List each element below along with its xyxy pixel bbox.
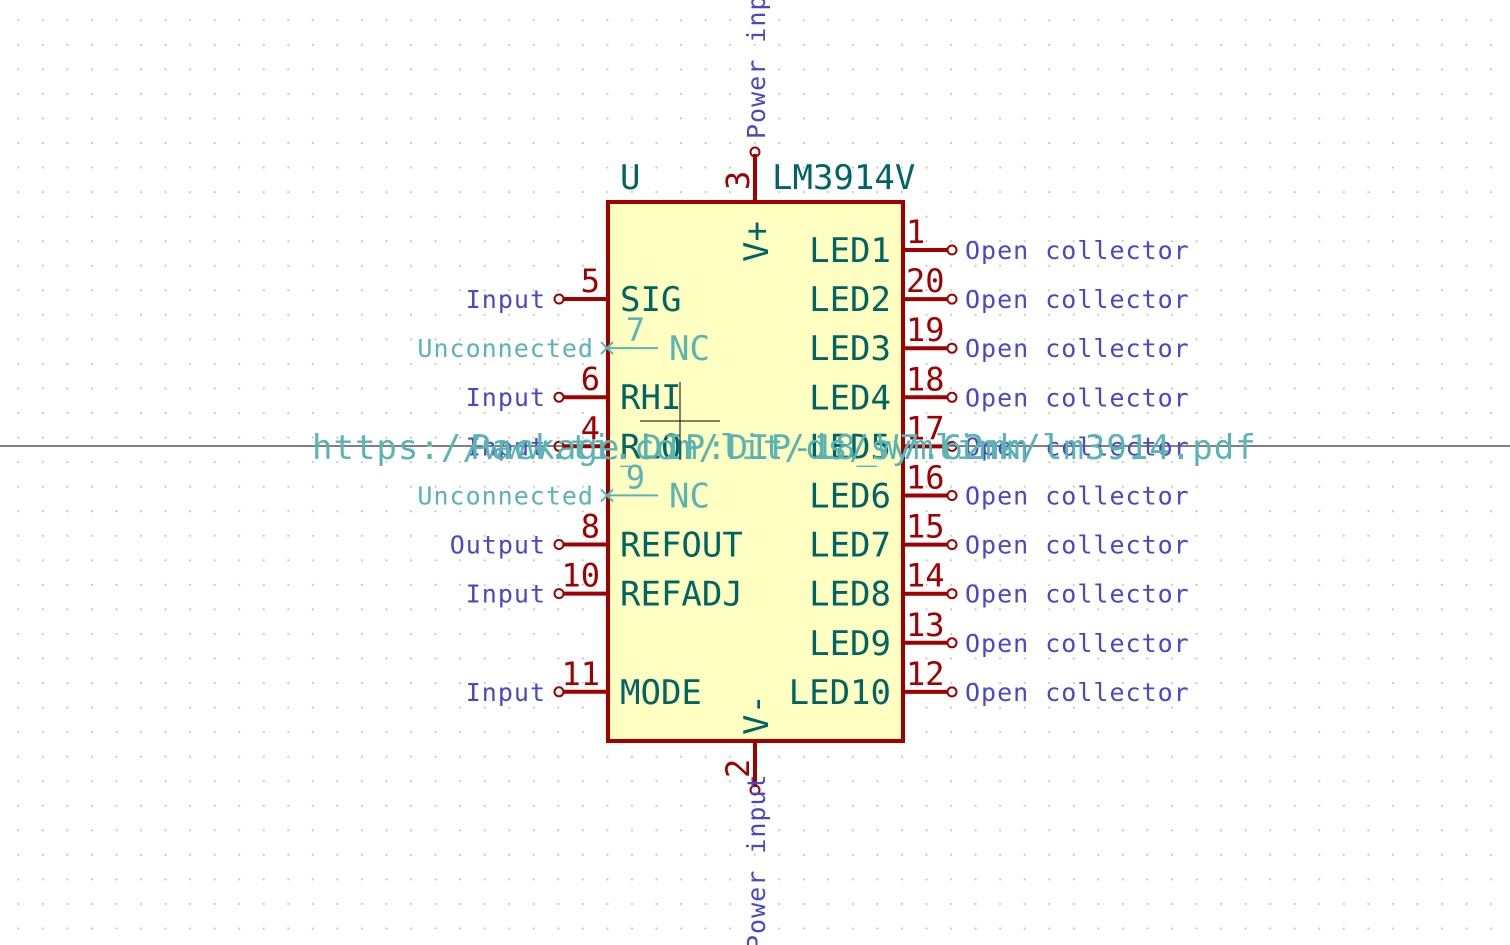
pin-electrical-type: Input: [466, 432, 546, 461]
pin-name: SIG: [620, 280, 681, 320]
pin-number: 12: [906, 655, 945, 693]
pin-name: V+: [737, 221, 777, 262]
pin-name: LED1: [809, 231, 891, 271]
pin-number: 13: [906, 606, 945, 644]
pin-electrical-type: Open collector: [965, 482, 1190, 511]
pin-number: 11: [561, 655, 600, 693]
pin-number: 2: [719, 759, 757, 778]
pin-right-1[interactable]: 1 LED1 Open collector: [809, 213, 1190, 271]
pin-electrical-type: Open collector: [965, 334, 1190, 363]
pin-number: 6: [581, 360, 600, 398]
pin-electrical-type: Open collector: [965, 236, 1190, 265]
pin-number: 9: [626, 458, 645, 496]
pin-electrical-type: Unconnected: [417, 334, 594, 363]
pin-name: LED5: [809, 427, 891, 467]
pin-number: 18: [906, 360, 945, 398]
pin-number: 3: [719, 171, 757, 190]
pin-top[interactable]: 3 V+ Power input: [719, 0, 777, 262]
pin-name: LED9: [809, 624, 891, 664]
datasheet-field[interactable]: https://www.ti.com/lit/ds/symlink/lm3914…: [312, 428, 1257, 468]
pin-name: RLO: [620, 427, 681, 467]
pin-right-20[interactable]: 20 LED2 Open collector: [809, 262, 1190, 320]
pin-bottom[interactable]: 2 V- Power input: [719, 694, 777, 945]
pin-number: 14: [906, 557, 945, 595]
pin-name: NC: [669, 329, 710, 369]
pin-left-11[interactable]: 11 MODE Input: [466, 655, 702, 713]
pin-electrical-type: Input: [466, 580, 546, 609]
pin-electrical-type: Unconnected: [417, 481, 594, 510]
symbol-value[interactable]: LM3914V: [772, 158, 915, 198]
pin-left-5[interactable]: 5 SIG Input: [466, 262, 682, 320]
reference-designator[interactable]: U: [620, 158, 640, 198]
pin-electrical-type: Input: [466, 678, 546, 707]
pin-right-15[interactable]: 15 LED7 Open collector: [809, 508, 1190, 566]
pin-number: 17: [906, 409, 945, 447]
pin-electrical-type: Open collector: [965, 580, 1190, 609]
pin-name: LED6: [809, 477, 891, 517]
pin-electrical-type: Open collector: [965, 432, 1190, 461]
footprint-field[interactable]: Package_DIP:DIP-18_W7.62mm: [470, 428, 1028, 468]
pin-number: 8: [581, 508, 600, 546]
pin-left-7[interactable]: 7 NC Unconnected: [417, 311, 710, 369]
pin-number: 20: [906, 262, 945, 300]
pin-electrical-type: Power input: [742, 0, 771, 139]
pin-number: 1: [906, 213, 925, 251]
pin-electrical-type: Open collector: [965, 383, 1190, 412]
pin-left-4[interactable]: 4 RLO Input: [466, 409, 682, 467]
pin-number: 4: [581, 409, 600, 447]
pin-right-12[interactable]: 12 LED10 Open collector: [789, 655, 1190, 713]
pin-name: LED3: [809, 329, 891, 369]
pin-number: 19: [906, 311, 945, 349]
pin-number: 15: [906, 508, 945, 546]
pin-electrical-type: Power input: [742, 773, 771, 945]
pin-left-9[interactable]: 9 NC Unconnected: [417, 458, 710, 516]
pin-name: NC: [669, 476, 710, 516]
pin-name: LED4: [809, 378, 891, 418]
field-anchor-cross: [640, 382, 720, 460]
pin-electrical-type: Input: [466, 383, 546, 412]
pin-name: REFOUT: [620, 526, 743, 566]
pin-left-6[interactable]: 6 RHI Input: [466, 360, 682, 418]
pin-electrical-type: Input: [466, 285, 546, 314]
pin-electrical-type: Open collector: [965, 629, 1190, 658]
pin-number: 5: [581, 262, 600, 300]
pin-electrical-type: Output: [450, 531, 546, 560]
pin-name: LED8: [809, 575, 891, 615]
pin-name: REFADJ: [620, 575, 743, 615]
pin-number: 10: [561, 557, 600, 595]
pin-right-18[interactable]: 18 LED4 Open collector: [809, 360, 1190, 418]
pin-electrical-type: Open collector: [965, 531, 1190, 560]
pin-name: MODE: [620, 673, 702, 713]
pin-right-19[interactable]: 19 LED3 Open collector: [809, 311, 1190, 369]
pin-left-8[interactable]: 8 REFOUT Output: [450, 508, 743, 566]
pin-electrical-type: Open collector: [965, 678, 1190, 707]
pin-right-16[interactable]: 16 LED6 Open collector: [809, 459, 1190, 517]
pin-left-10[interactable]: 10 REFADJ Input: [466, 557, 743, 615]
pin-name: RHI: [620, 378, 681, 418]
pin-name: LED7: [809, 526, 891, 566]
pin-electrical-type: Open collector: [965, 285, 1190, 314]
pin-number: 7: [626, 311, 645, 349]
pin-number: 16: [906, 459, 945, 497]
pin-name: LED10: [789, 673, 891, 713]
pin-right-13[interactable]: 13 LED9 Open collector: [809, 606, 1190, 664]
pin-right-14[interactable]: 14 LED8 Open collector: [809, 557, 1190, 615]
pin-right-17[interactable]: 17 LED5 Open collector: [809, 409, 1190, 467]
pin-name: LED2: [809, 280, 891, 320]
pin-name: V-: [737, 694, 777, 735]
